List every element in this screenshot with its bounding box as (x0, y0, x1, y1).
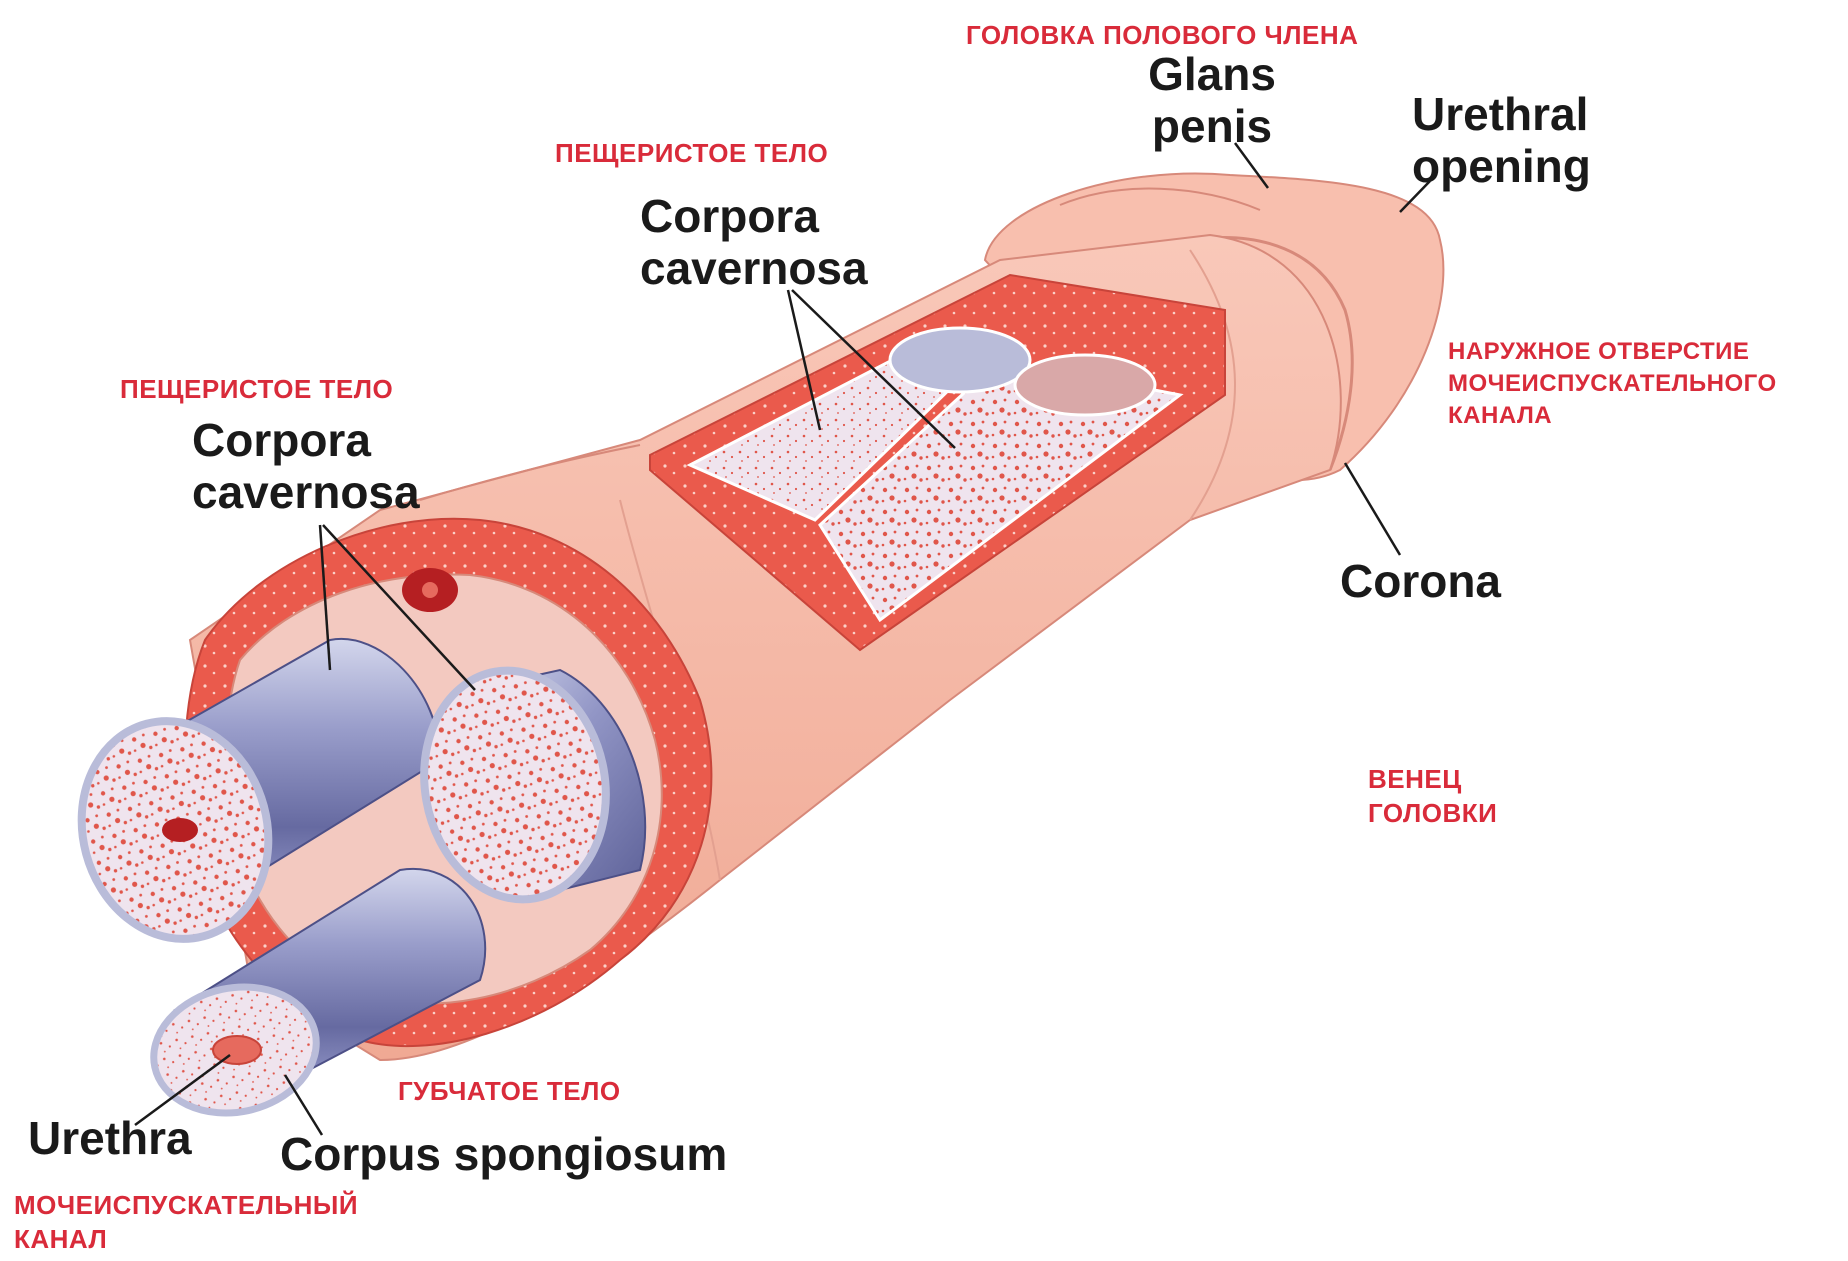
corona-label-ru: ВЕНЕЦ ГОЛОВКИ (1368, 762, 1497, 830)
corona-label-en: Corona (1340, 555, 1501, 607)
cavernosa-left-label-en-line2: cavernosa (192, 466, 420, 518)
cavernosa-left-label-en-line1: Corpora (192, 414, 420, 466)
urethra-label-ru-line1: МОЧЕИСПУСКАТЕЛЬНЫЙ (14, 1188, 358, 1222)
urethral-opening-label-en: Urethral opening (1412, 88, 1591, 192)
cavernosa-left-label-en: Corpora cavernosa (192, 414, 420, 518)
urethral-opening-label-ru-line1: НАРУЖНОЕ ОТВЕРСТИЕ (1448, 336, 1777, 368)
urethra-lumen (213, 1036, 261, 1064)
urethral-opening-label-ru-line2: МОЧЕИСПУСКАТЕЛЬНОГО (1448, 368, 1777, 400)
urethra-label-ru-line2: КАНАЛ (14, 1222, 358, 1256)
urethral-opening-label-ru: НАРУЖНОЕ ОТВЕРСТИЕ МОЧЕИСПУСКАТЕЛЬНОГО К… (1448, 336, 1777, 432)
glans-label-en-line2: penis (1132, 100, 1292, 152)
urethral-opening-label-en-line2: opening (1412, 140, 1591, 192)
cavernosa-top-label-en: Corpora cavernosa (640, 190, 868, 294)
urethral-opening-label-ru-line3: КАНАЛА (1448, 400, 1777, 432)
cavernosa-top-label-en-line2: cavernosa (640, 242, 868, 294)
urethral-opening-label-en-line1: Urethral (1412, 88, 1591, 140)
spongiosum-label-ru: ГУБЧАТОЕ ТЕЛО (398, 1074, 621, 1108)
cavernosa-left-label-ru: ПЕЩЕРИСТОЕ ТЕЛО (120, 372, 393, 406)
cavernosa-top-label-en-line1: Corpora (640, 190, 868, 242)
corona-label-ru-line2: ГОЛОВКИ (1368, 796, 1497, 830)
spongiosum-label-en: Corpus spongiosum (280, 1128, 727, 1180)
corona-label-ru-line1: ВЕНЕЦ (1368, 762, 1497, 796)
urethra-label-en: Urethra (28, 1112, 192, 1164)
urethra-label-ru: МОЧЕИСПУСКАТЕЛЬНЫЙ КАНАЛ (14, 1188, 358, 1256)
cavernosa-top-label-ru: ПЕЩЕРИСТОЕ ТЕЛО (555, 136, 828, 170)
glans-label-en: Glans penis (1132, 48, 1292, 152)
glans-label-en-line1: Glans (1132, 48, 1292, 100)
glans-label-ru: ГОЛОВКА ПОЛОВОГО ЧЛЕНА (966, 18, 1358, 52)
